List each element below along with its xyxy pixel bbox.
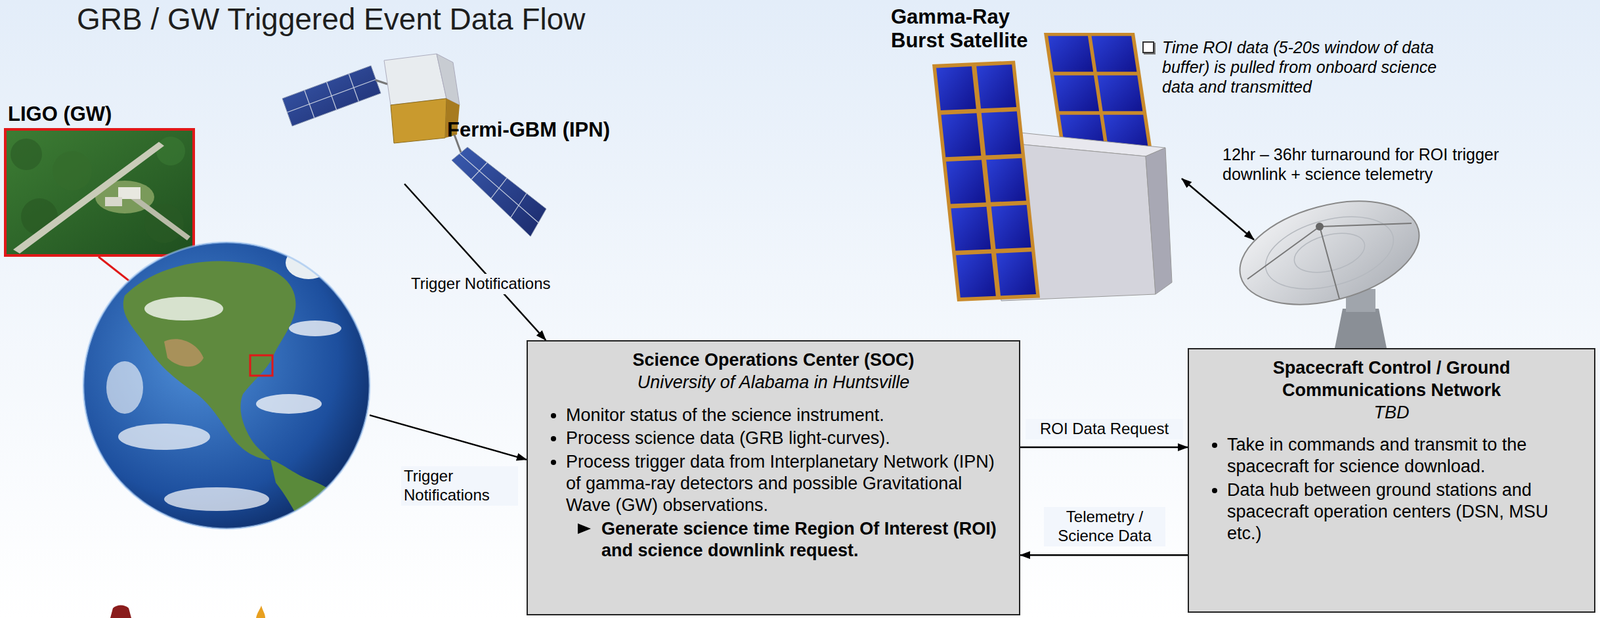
bullet-item: Data hub between ground stations and spa… — [1227, 479, 1584, 545]
edge-label: Telemetry / Science Data — [1043, 506, 1166, 547]
sub-bullet: Generate science time Region Of Interest… — [601, 518, 1009, 562]
bullet-item: Monitor status of the science instrument… — [565, 404, 1009, 427]
note-text: Time ROI data (5-20s window of data buff… — [1162, 37, 1458, 97]
checkbox-bullet — [1142, 41, 1155, 54]
grb-satellite-node: Gamma-Ray Burst Satellite — [886, 3, 1136, 303]
logo-fragment — [110, 605, 132, 618]
logo-fragment — [256, 605, 266, 618]
fermi-satellite — [282, 53, 547, 237]
earth-globe — [83, 242, 370, 539]
connector — [404, 183, 546, 341]
bullet-list: Take in commands and transmit to the spa… — [1199, 433, 1584, 545]
edge-label: ROI Data Request — [1025, 418, 1184, 440]
ligo-photo — [5, 129, 194, 256]
ground-antenna — [1228, 183, 1431, 348]
edge-label: Trigger Notifications — [401, 466, 519, 506]
edge-label: Trigger Notifications — [408, 273, 554, 295]
soc-box: Science Operations Center (SOC)Universit… — [526, 340, 1021, 616]
ground-network-box: Spacecraft Control / Ground Communicatio… — [1187, 347, 1596, 613]
illustration-label: Gamma-Ray Burst Satellite — [890, 5, 1049, 52]
bullet-item: Process science data (GRB light-curves). — [565, 427, 1009, 450]
downlink-arrow — [1181, 178, 1255, 240]
connector — [1020, 446, 1188, 449]
fermi-node: Fermi-GBM (IPN) — [280, 55, 621, 184]
connector — [1020, 554, 1188, 557]
illustration-label: LIGO (GW) — [7, 102, 218, 127]
box-heading: Science Operations Center (SOC) — [538, 349, 1009, 372]
ligo-node: LIGO (GW) — [5, 98, 370, 529]
illustration-label: Fermi-GBM (IPN) — [447, 118, 620, 142]
box-heading: Spacecraft Control / Ground Communicatio… — [1199, 357, 1584, 402]
note-text: 12hr – 36hr turnaround for ROI trigger d… — [1222, 144, 1545, 184]
bullet-item: Process trigger data from Interplanetary… — [565, 451, 1009, 517]
connector — [369, 414, 527, 460]
box-content: Spacecraft Control / Ground Communicatio… — [1189, 349, 1595, 553]
bullet-list: Monitor status of the science instrument… — [538, 404, 1009, 517]
box-content: Science Operations Center (SOC)Universit… — [527, 341, 1019, 568]
diagram-title: GRB / GW Triggered Event Data Flow — [76, 1, 586, 37]
box-subtitle: TBD — [1199, 401, 1584, 425]
box-subtitle: University of Alabama in Huntsville — [538, 371, 1009, 394]
bullet-item: Take in commands and transmit to the spa… — [1227, 433, 1584, 478]
grb-satellite — [932, 32, 1172, 302]
